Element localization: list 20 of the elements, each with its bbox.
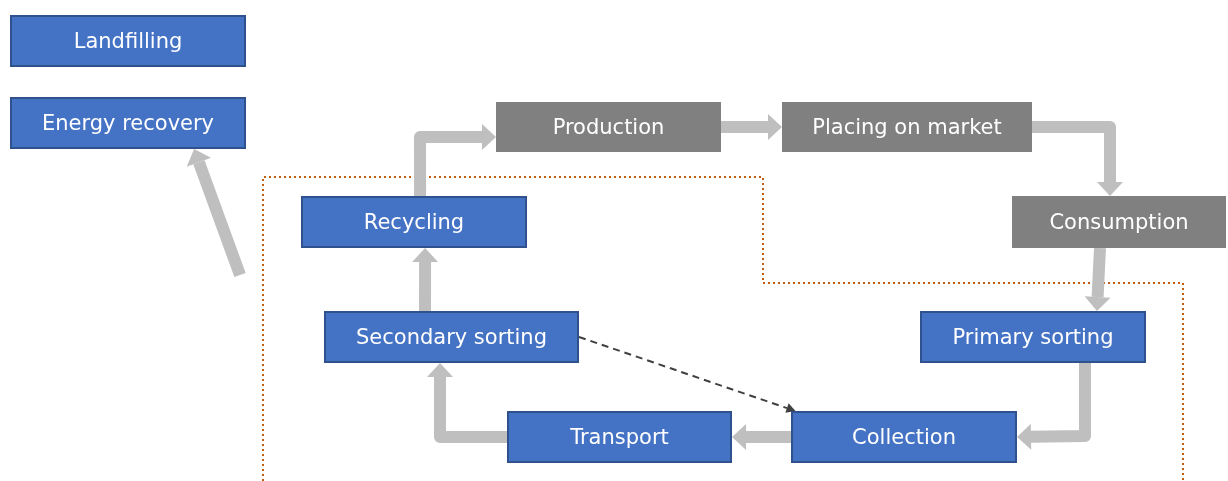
process-box: Secondary sorting	[324, 311, 579, 363]
stage-box: Consumption	[1012, 196, 1226, 248]
process-box: Transport	[507, 411, 732, 463]
arrow	[414, 124, 496, 197]
process-box: Primary sorting	[920, 311, 1146, 363]
process-box: Landfilling	[10, 15, 246, 67]
process-box: Collection	[791, 411, 1017, 463]
arrow	[427, 363, 507, 443]
stage-box: Production	[496, 102, 721, 152]
process-box: Energy recovery	[10, 97, 246, 149]
arrow	[1084, 247, 1111, 311]
stage-box: Placing on market	[782, 102, 1032, 152]
arrow	[412, 248, 439, 312]
arrow	[186, 149, 246, 278]
arrow	[578, 336, 796, 413]
process-box: Recycling	[301, 196, 527, 248]
arrow	[1017, 363, 1091, 450]
arrow	[732, 424, 791, 450]
arrow	[721, 114, 782, 140]
arrow	[1032, 121, 1123, 196]
